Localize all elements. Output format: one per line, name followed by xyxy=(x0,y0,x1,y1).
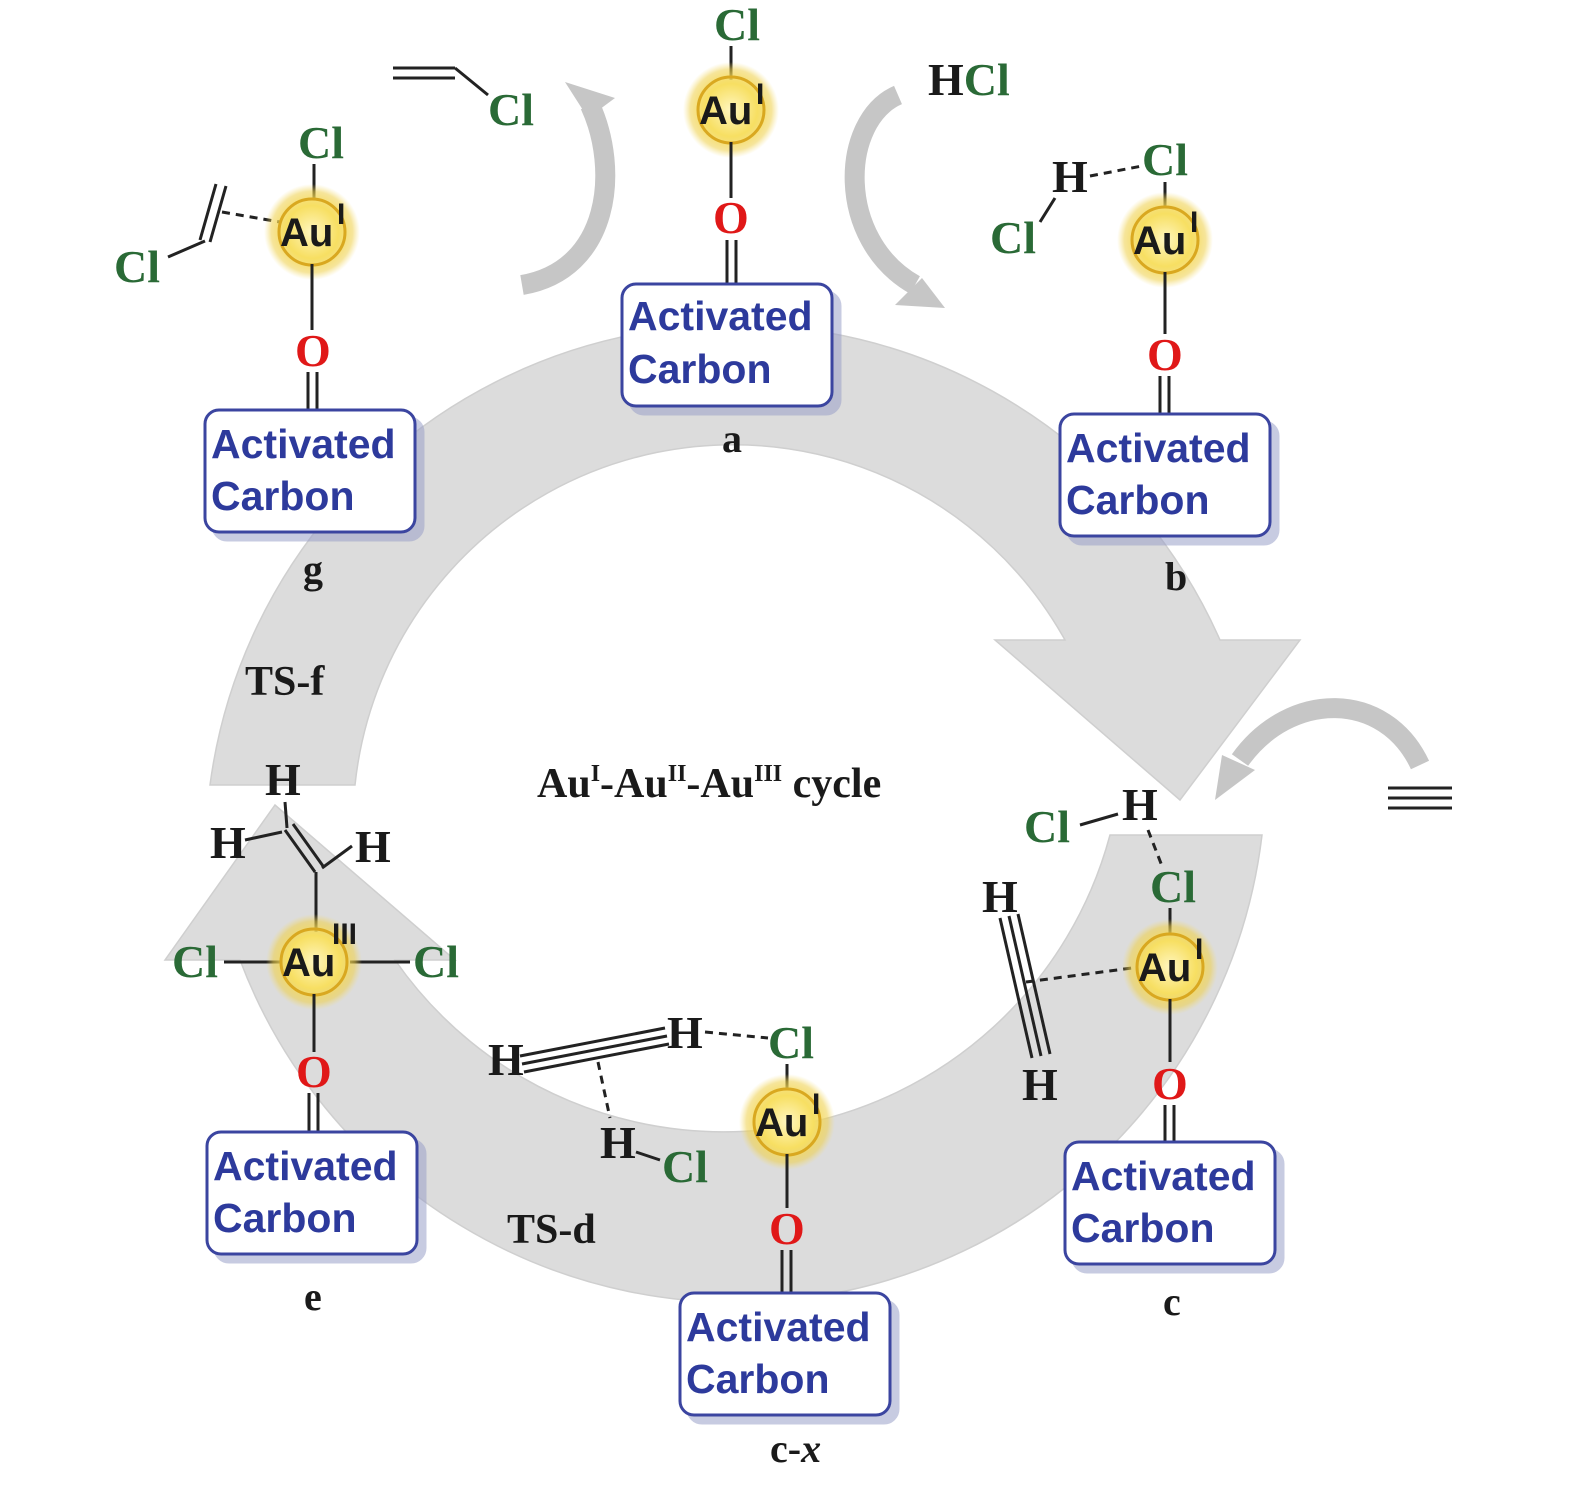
chlorine-atom: Cl xyxy=(1150,861,1196,912)
support-label-line2: Carbon xyxy=(686,1356,830,1402)
acetylene-reagent xyxy=(1388,786,1452,810)
release-arrow xyxy=(519,100,616,295)
stage-label: b xyxy=(1165,554,1187,599)
oxygen-atom: O xyxy=(1152,1058,1188,1109)
chlorine-atom: Cl xyxy=(172,936,218,987)
gold-symbol: Au xyxy=(755,1101,808,1145)
gold-symbol: Au xyxy=(1133,219,1186,263)
chlorine-atom: Cl xyxy=(1142,134,1188,185)
gold-symbol: Au xyxy=(699,89,752,133)
hydrogen-atom: H xyxy=(667,1007,703,1058)
gold-symbol: Au xyxy=(1138,946,1191,990)
hcl-arrowhead-icon xyxy=(895,278,945,308)
hydrogen-atom: H xyxy=(488,1034,524,1085)
ts-d-label: TS-d xyxy=(507,1207,596,1253)
hydrogen-atom: H xyxy=(210,817,246,868)
stage-e: H H H Cl Cl Au III O Activated Carbon e xyxy=(172,754,459,1319)
chlorine-atom: Cl xyxy=(298,117,344,168)
hcl-arrow xyxy=(844,85,921,294)
gold-symbol: Au xyxy=(282,941,335,985)
support-label-line1: Activated xyxy=(628,293,813,339)
oxygen-atom: O xyxy=(769,1203,805,1254)
chlorine-atom: Cl xyxy=(413,936,459,987)
chlorine-atom: Cl xyxy=(114,241,160,292)
acetylene-arrow xyxy=(1231,698,1430,770)
vinyl-chloride-product: Cl xyxy=(393,66,534,135)
oxidation-state: I xyxy=(1195,933,1203,966)
support-label-line2: Carbon xyxy=(213,1195,357,1241)
chlorine-atom: Cl xyxy=(990,212,1036,263)
support-label-line1: Activated xyxy=(1071,1153,1256,1199)
cycle-title: AuI-AuII-AuIII cycle xyxy=(537,761,881,807)
stage-c: Cl H Cl H H Au I O Activated Carbon c xyxy=(982,779,1275,1324)
oxygen-atom: O xyxy=(295,325,331,376)
support-label-line2: Carbon xyxy=(628,346,772,392)
hydrogen-atom: H xyxy=(600,1117,636,1168)
acetylene-arrowhead-icon xyxy=(1215,755,1255,800)
oxidation-state: I xyxy=(1190,206,1198,239)
stage-label: c-x xyxy=(770,1426,821,1471)
stage-label: a xyxy=(722,416,742,461)
oxygen-atom: O xyxy=(296,1046,332,1097)
hydrogen-atom: H xyxy=(1052,151,1088,202)
support-label-line2: Carbon xyxy=(1071,1205,1215,1251)
oxidation-state: III xyxy=(332,918,357,951)
oxidation-state: I xyxy=(337,198,345,231)
oxidation-state: I xyxy=(812,1088,820,1121)
stage-g: Cl Cl Au I O Activated Carbon g xyxy=(114,117,415,592)
oxygen-atom: O xyxy=(713,192,749,243)
oxidation-state: I xyxy=(756,78,764,111)
hydrogen-atom: H xyxy=(1122,779,1158,830)
vinyl-chlorine-atom: Cl xyxy=(488,84,534,135)
hcl-reagent: HCl xyxy=(928,54,1010,105)
hydrogen-atom: H xyxy=(355,821,391,872)
hydrogen-atom: H xyxy=(265,754,301,805)
release-arrowhead-icon xyxy=(565,82,615,118)
stage-label: c xyxy=(1163,1279,1181,1324)
chlorine-atom: Cl xyxy=(1024,801,1070,852)
cycle-arrow-bottom xyxy=(163,803,1263,1304)
gold-symbol: Au xyxy=(280,211,333,255)
support-label-line1: Activated xyxy=(213,1143,398,1189)
support-label-line1: Activated xyxy=(686,1304,871,1350)
stage-a: Cl Au I O Activated Carbon a xyxy=(622,0,832,461)
chlorine-atom: Cl xyxy=(768,1017,814,1068)
stage-c-x: H H Cl H Cl Au I O Activated Carbon c-x xyxy=(488,1007,890,1471)
stage-b: H Cl Cl Au I O Activated Carbon b xyxy=(990,134,1270,599)
stage-label: e xyxy=(304,1274,322,1319)
support-label-line2: Carbon xyxy=(211,473,355,519)
stage-label: g xyxy=(303,547,323,592)
support-label-line2: Carbon xyxy=(1066,477,1210,523)
support-label-line1: Activated xyxy=(211,421,396,467)
oxygen-atom: O xyxy=(1147,329,1183,380)
chlorine-atom: Cl xyxy=(662,1141,708,1192)
ts-f-label: TS-f xyxy=(245,659,325,705)
hydrogen-atom: H xyxy=(982,871,1018,922)
chlorine-atom: Cl xyxy=(714,0,760,50)
cycle-arrow-right xyxy=(209,323,1302,802)
support-label-line1: Activated xyxy=(1066,425,1251,471)
hydrogen-atom: H xyxy=(1022,1059,1058,1110)
